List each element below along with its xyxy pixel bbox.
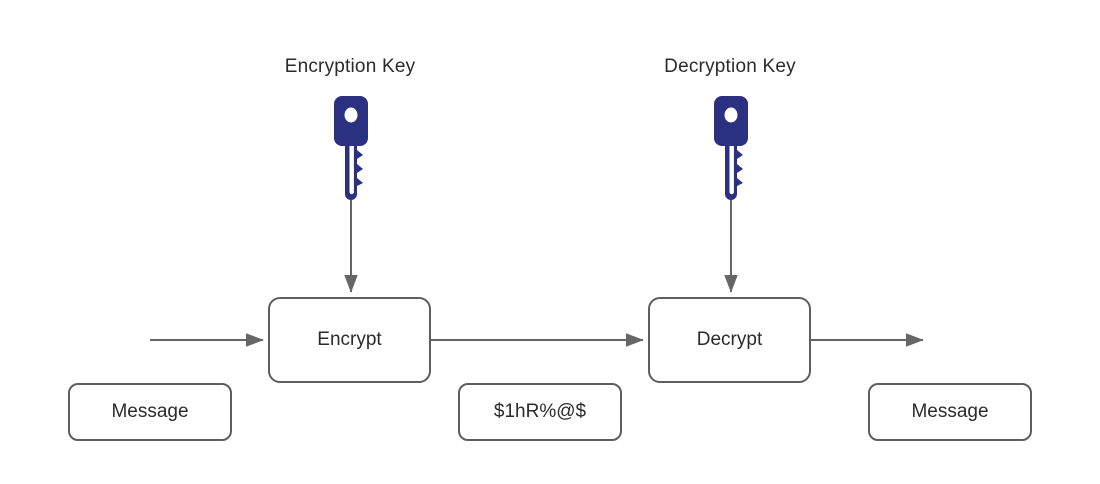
plaintext-output-box[interactable]: Message <box>868 383 1032 441</box>
decrypt-box-label: Decrypt <box>696 329 763 350</box>
encrypt-box-label: Encrypt <box>317 329 382 350</box>
decryption-key-label: Decryption Key <box>664 56 796 77</box>
encryption-key-icon <box>334 96 368 200</box>
plaintext-output-label: Message <box>911 401 989 422</box>
decrypt-box[interactable]: Decrypt <box>648 297 811 383</box>
plaintext-input-label: Message <box>111 401 189 422</box>
ciphertext-box[interactable]: $1hR%@$ <box>458 383 622 441</box>
decryption-key-icon <box>714 96 748 200</box>
encryption-key-label: Encryption Key <box>284 56 416 77</box>
encrypt-box[interactable]: Encrypt <box>268 297 431 383</box>
ciphertext-label: $1hR%@$ <box>493 401 587 422</box>
plaintext-input-box[interactable]: Message <box>68 383 232 441</box>
